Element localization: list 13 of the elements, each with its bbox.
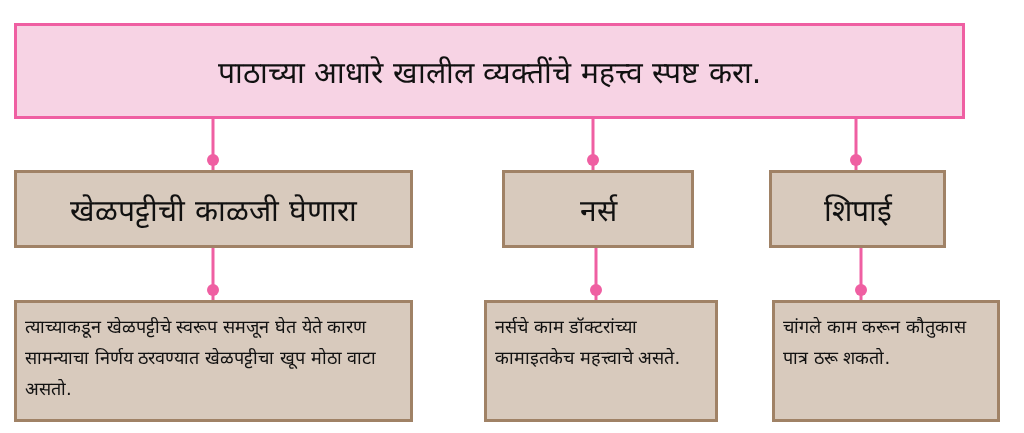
connector <box>207 119 219 170</box>
connector <box>207 248 219 300</box>
connector <box>855 248 867 300</box>
connector <box>590 248 602 300</box>
title-box: पाठाच्या आधारे खालील व्यक्तींचे महत्त्व स्पष्ट करा. <box>14 23 965 119</box>
description-box: त्याच्याकडून खेळपट्टीचे स्वरूप समजून घेत येते कारण सामन्याचा निर्णय ठरवण्यात खेळपट्टीचा खूप मोठा वाटा असतो. <box>14 300 413 422</box>
person-box: नर्स <box>502 170 694 248</box>
connector <box>850 119 862 170</box>
person-box: शिपाई <box>769 170 946 248</box>
description-box: नर्सचे काम डॉक्टरांच्या कामाइतकेच महत्त्वाचे असते. <box>484 300 718 422</box>
connector <box>587 119 599 170</box>
person-box: खेळपट्टीची काळजी घेणारा <box>14 170 413 248</box>
description-box: चांगले काम करून कौतुकास पात्र ठरू शकतो. <box>772 300 1000 422</box>
